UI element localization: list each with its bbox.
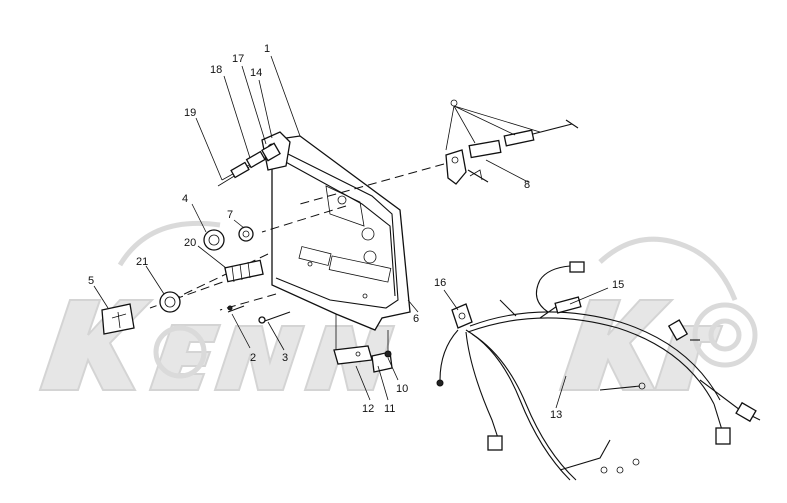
callout-3: 3 xyxy=(282,352,288,364)
callout-20: 20 xyxy=(184,237,196,249)
switch-assembly xyxy=(445,99,579,185)
callout-2: 2 xyxy=(250,352,256,364)
callout-7: 7 xyxy=(227,209,233,221)
leader-lines xyxy=(93,55,609,409)
callout-15: 15 xyxy=(612,279,624,291)
callout-5: 5 xyxy=(88,275,94,287)
callout-11: 11 xyxy=(384,403,395,415)
callout-labels: 1 17 14 18 19 4 7 20 21 5 2 3 6 8 10 11 … xyxy=(88,43,624,421)
callout-6: 6 xyxy=(413,313,419,325)
screws xyxy=(227,305,291,324)
wire-harness xyxy=(436,261,761,481)
callout-1: 1 xyxy=(264,43,270,55)
callout-8: 8 xyxy=(524,179,530,191)
ignition-parts xyxy=(101,226,264,335)
lower-hardware xyxy=(333,345,393,373)
callout-18: 18 xyxy=(210,64,222,76)
callout-19: 19 xyxy=(184,107,196,119)
callout-16: 16 xyxy=(434,277,446,289)
callout-12: 12 xyxy=(362,403,374,415)
callout-14: 14 xyxy=(250,67,262,79)
bolt-set xyxy=(217,142,281,187)
callout-13: 13 xyxy=(550,409,562,421)
callout-10: 10 xyxy=(396,383,408,395)
callout-21: 21 xyxy=(136,256,148,268)
callout-17: 17 xyxy=(232,53,244,65)
callout-4: 4 xyxy=(182,193,188,205)
